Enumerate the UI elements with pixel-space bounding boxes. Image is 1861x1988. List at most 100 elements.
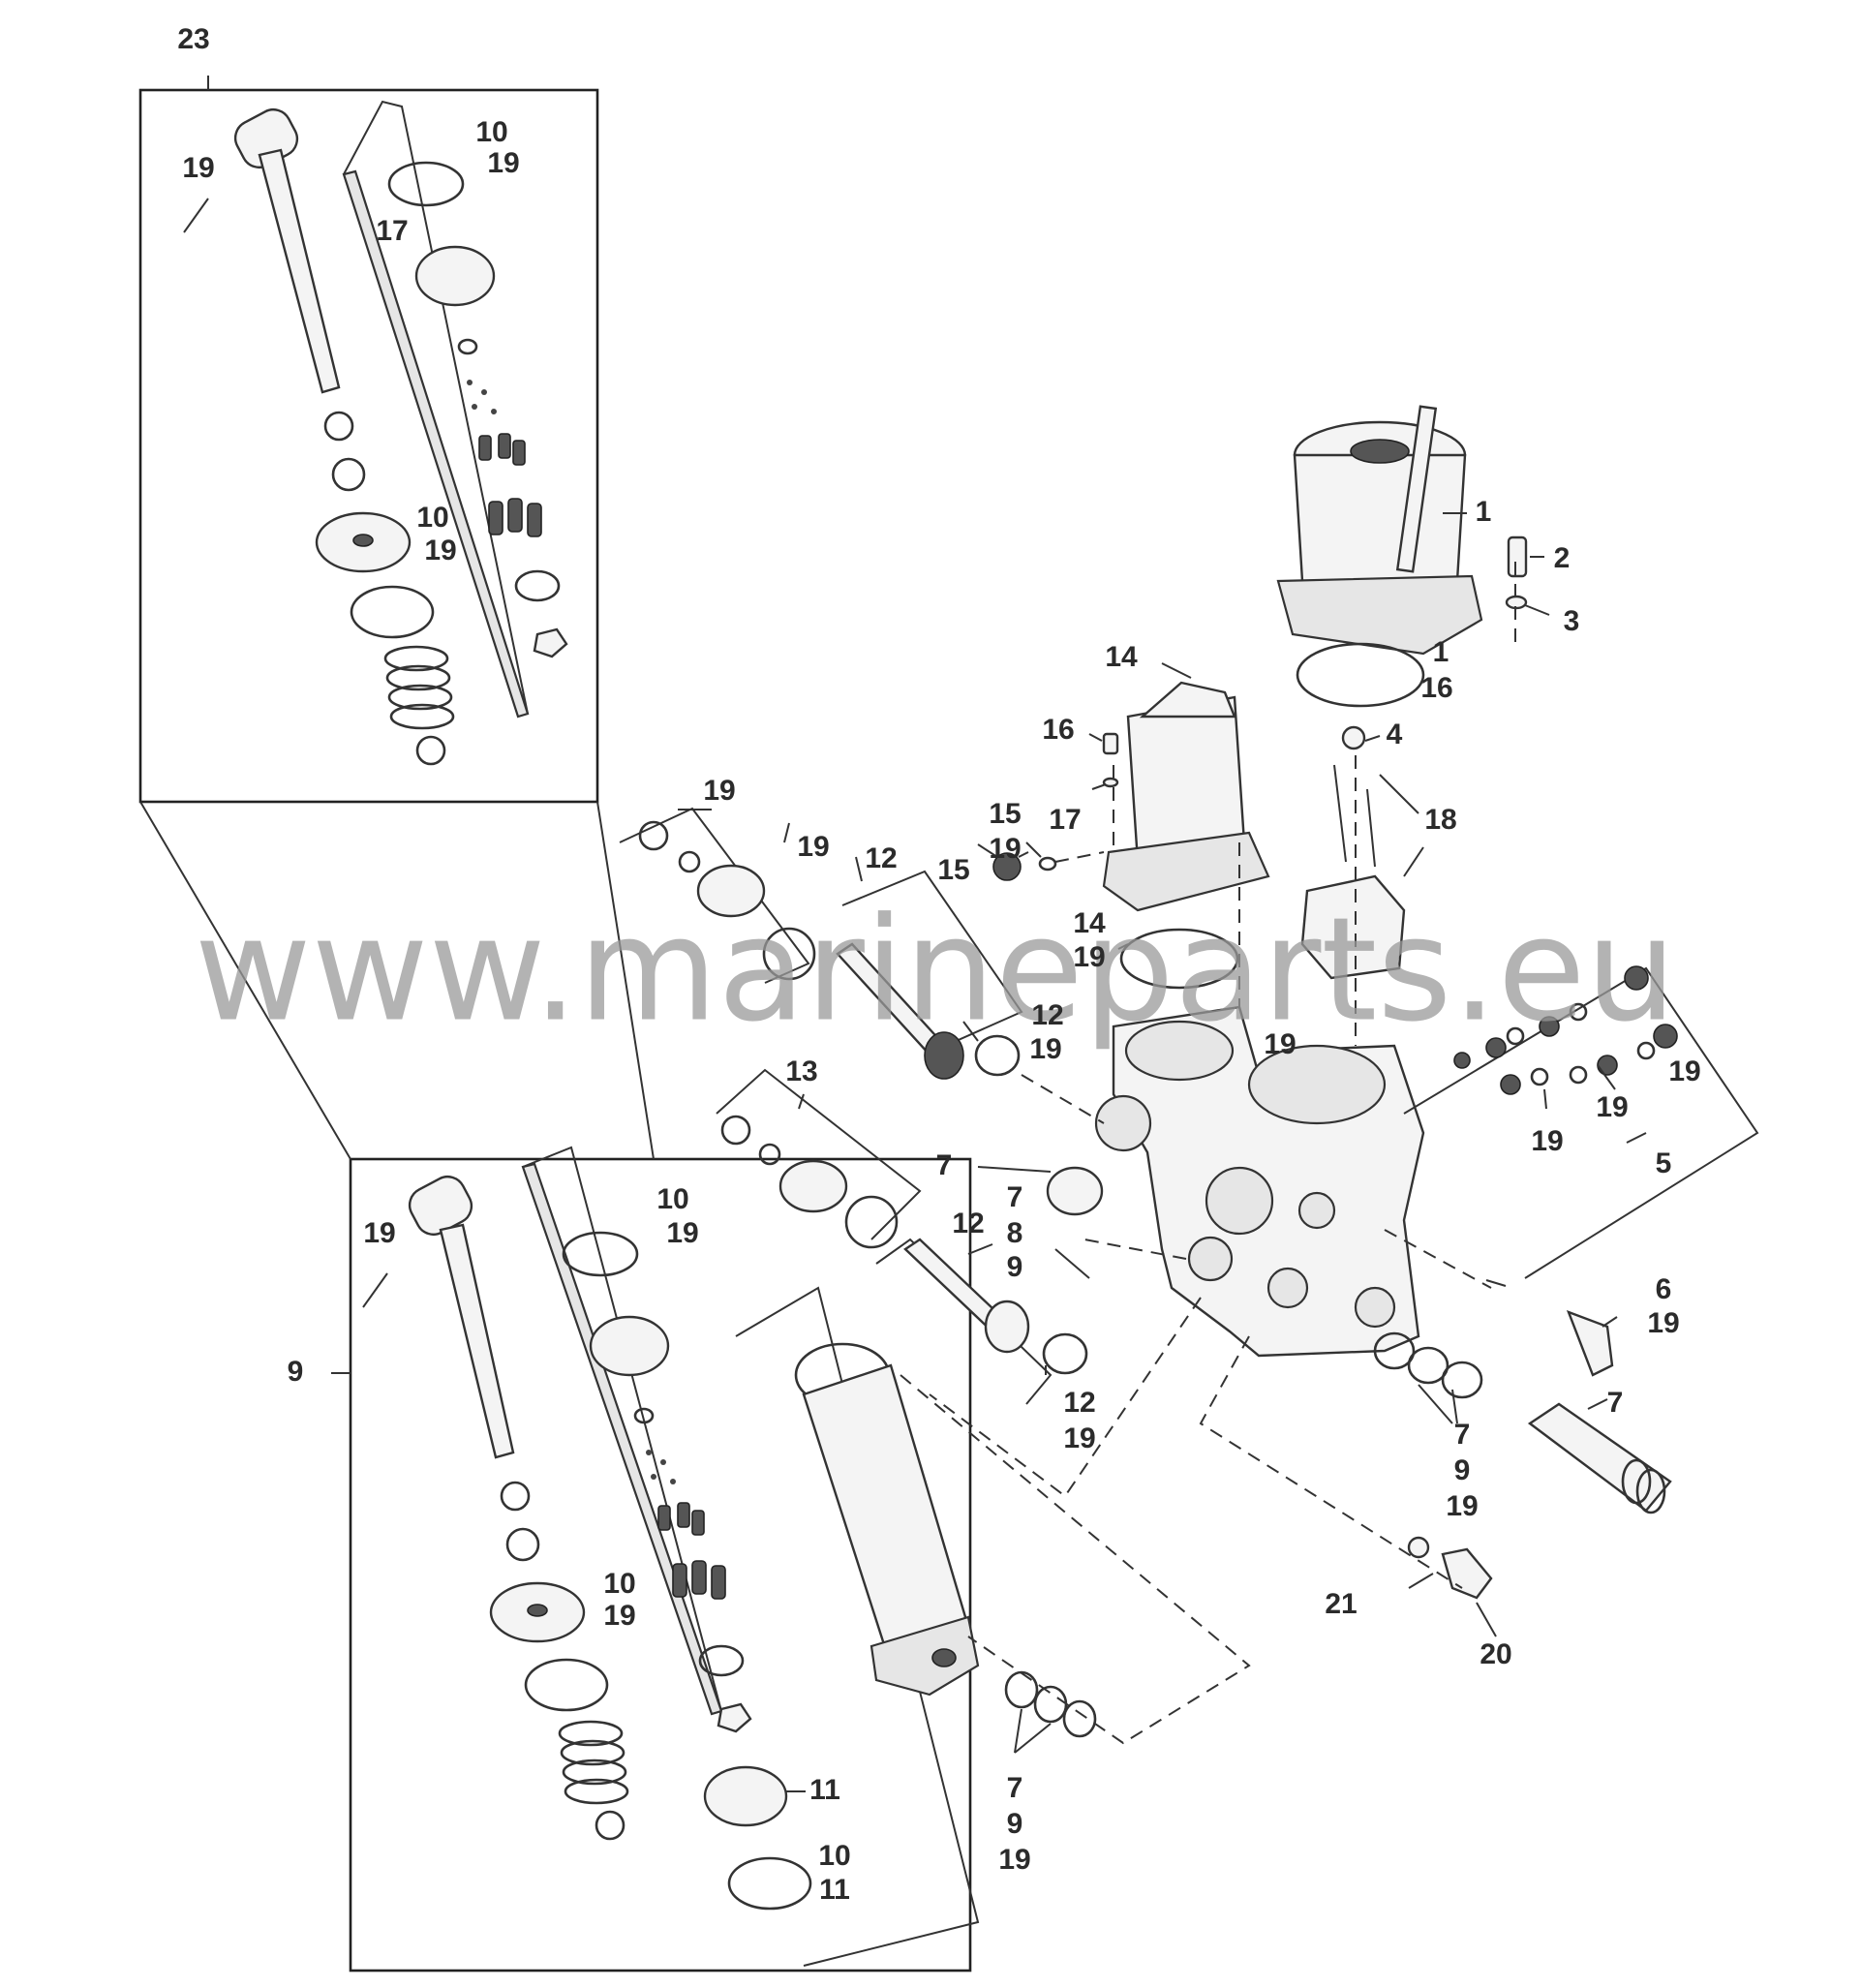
pin-6 xyxy=(1485,1279,1507,1287)
inset-frame-bottom xyxy=(349,1157,972,1973)
callout-16: 16 xyxy=(1042,714,1074,746)
callout-7-g: 7 xyxy=(1007,1772,1023,1804)
callout-1-b: 1 xyxy=(1433,636,1449,668)
callout-19-d: 19 xyxy=(1063,1422,1095,1454)
plug-16 xyxy=(1102,732,1119,755)
spring-seat-bottom xyxy=(595,1810,625,1841)
valve-cap-19 xyxy=(696,864,766,918)
callout-3: 3 xyxy=(1564,605,1580,637)
check-valve-parts-5 xyxy=(1453,965,1678,1095)
callout-18: 18 xyxy=(1424,804,1456,836)
callout-19-top-inset-c: 19 xyxy=(424,535,456,566)
callout-14-b: 14 xyxy=(1073,907,1106,939)
reservoir-14 xyxy=(1102,681,1270,912)
callout-19-top-inset-b: 19 xyxy=(487,147,519,179)
rod-seal xyxy=(323,411,354,442)
spool-12-top-end xyxy=(924,1031,964,1080)
top-inset-parts xyxy=(183,100,568,766)
callout-10-bottom-inset: 10 xyxy=(656,1183,688,1215)
orings-7-9-19-right xyxy=(1373,1331,1483,1399)
plug-15 xyxy=(992,852,1022,881)
dash-7-lower-a xyxy=(929,1297,1202,1498)
oring-bottom-b xyxy=(524,1658,609,1712)
bracket-13 xyxy=(716,1068,922,1240)
bracket-12-top xyxy=(841,870,1023,1052)
callout-7-shaft: 7 xyxy=(1607,1387,1624,1419)
callout-1: 1 xyxy=(1476,496,1492,528)
callout-9-d: 9 xyxy=(1454,1454,1471,1486)
callout-10-top-inset-c: 10 xyxy=(416,502,448,534)
oring-13-c xyxy=(844,1195,899,1249)
screw-19-bottom xyxy=(362,1272,388,1308)
spring-bottom xyxy=(558,1720,629,1805)
callout-11: 11 xyxy=(809,1774,840,1806)
rod-washer-bottom xyxy=(505,1527,540,1562)
callout-11-f: 11 xyxy=(819,1874,850,1906)
nut-bottom-right xyxy=(717,1702,752,1733)
piston-top-hole xyxy=(352,534,374,547)
coupler-4 xyxy=(1341,725,1366,750)
small-oring-top xyxy=(457,338,478,355)
callout-6: 6 xyxy=(1656,1273,1672,1305)
oring-19-c xyxy=(762,927,816,981)
callout-19-right-c: 19 xyxy=(1531,1125,1563,1157)
poppets-top xyxy=(478,433,542,537)
callout-7-c: 7 xyxy=(1007,1181,1023,1213)
callout-12-b: 12 xyxy=(1031,999,1063,1031)
oring-top-b xyxy=(350,585,435,639)
callout-7-d: 7 xyxy=(1454,1419,1471,1451)
callout-7: 7 xyxy=(936,1149,953,1181)
manifold-body xyxy=(1094,1005,1425,1358)
nut-top-right xyxy=(533,627,568,658)
poppets-bottom xyxy=(657,1502,726,1600)
dash-6 xyxy=(1384,1229,1492,1289)
dash-20 xyxy=(1199,1335,1463,1589)
oring-end-cap xyxy=(727,1856,812,1911)
watermark: www.marineparts.eu xyxy=(195,887,1677,1054)
callout-19-g: 19 xyxy=(603,1600,635,1632)
callout-9-g: 9 xyxy=(1007,1808,1023,1840)
cylinder-7 xyxy=(1046,1166,1104,1216)
callout-19-h: 19 xyxy=(998,1844,1030,1876)
oring-13-a xyxy=(720,1115,751,1146)
valve-body-bottom xyxy=(589,1315,670,1377)
callout-10-e: 10 xyxy=(603,1568,635,1600)
callout-19-c: 19 xyxy=(1029,1033,1061,1065)
screw-19-top xyxy=(183,198,209,233)
callout-23: 23 xyxy=(177,23,209,55)
spring-seat-top xyxy=(415,735,446,766)
oring-14-19 xyxy=(1119,928,1239,990)
callout-17: 17 xyxy=(1049,804,1081,836)
callout-19-bottom-inset: 19 xyxy=(666,1217,698,1249)
callout-19-b: 19 xyxy=(1073,941,1105,973)
oring-10-bottom xyxy=(562,1231,639,1277)
dash-15 xyxy=(1054,851,1105,863)
piston-rod-bottom xyxy=(439,1223,515,1459)
callout-19-bottom-screw: 19 xyxy=(363,1217,395,1249)
valve-cap-13 xyxy=(778,1159,848,1213)
oring-12-top xyxy=(974,1034,1021,1077)
oring-12-bottom xyxy=(1042,1332,1088,1375)
small-oring-bottom xyxy=(633,1407,655,1424)
electric-motor xyxy=(1276,405,1483,656)
washer-bottom-right xyxy=(698,1644,745,1677)
callout-8: 8 xyxy=(1007,1217,1023,1249)
piston-bottom-hole xyxy=(527,1604,548,1617)
end-cap-11 xyxy=(703,1765,788,1827)
spool-12-bottom-end xyxy=(984,1300,1030,1354)
bolt-18-b xyxy=(1366,788,1376,868)
bolt-2 xyxy=(1507,535,1528,578)
callout-2: 2 xyxy=(1554,542,1571,574)
check-balls-top xyxy=(467,380,497,414)
main-assembly xyxy=(619,405,1759,1754)
bolt-18-a xyxy=(1333,764,1347,863)
rod-seal-bottom xyxy=(500,1481,531,1512)
callout-10-top-inset: 10 xyxy=(475,116,507,148)
piston-rod xyxy=(258,148,341,394)
callout-10-f: 10 xyxy=(818,1840,850,1872)
dash-7-8 xyxy=(1083,1239,1187,1260)
trim-cylinder xyxy=(794,1342,980,1697)
dash-12-top xyxy=(1021,1074,1105,1124)
rod-washer xyxy=(331,457,366,492)
